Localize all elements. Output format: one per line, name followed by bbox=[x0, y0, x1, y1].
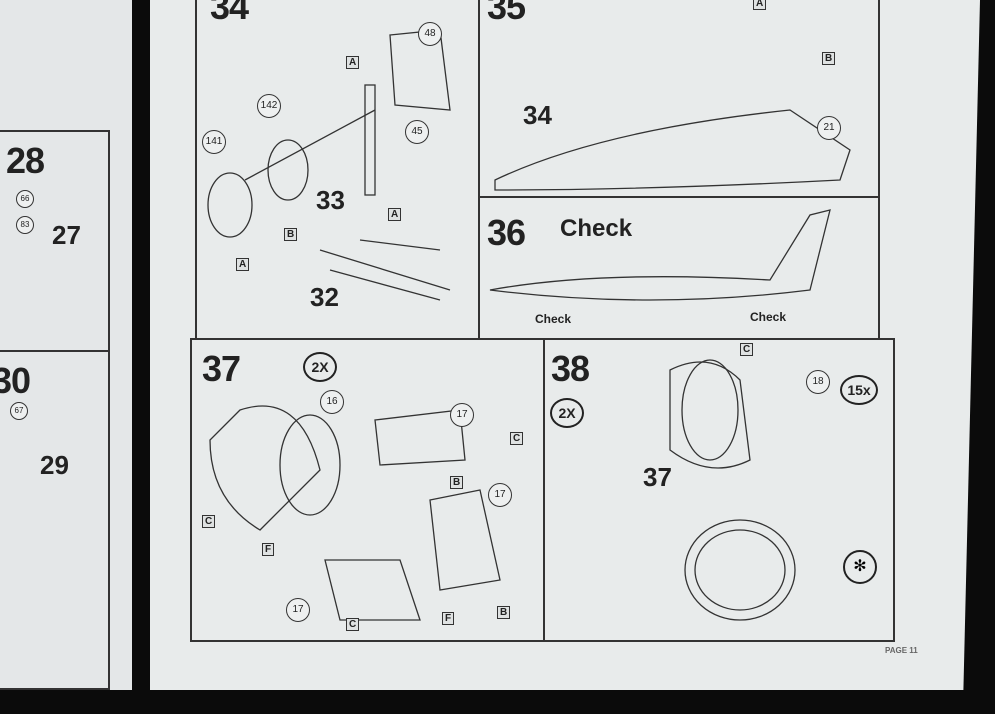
part-number: 142 bbox=[257, 94, 281, 118]
step-number: 38 bbox=[551, 348, 590, 389]
part-number: 66 bbox=[16, 190, 34, 208]
sprue-tag: A bbox=[236, 258, 250, 271]
right-page: 34 48 142 141 45 33 32 A A B A 35 21 34 … bbox=[150, 0, 980, 690]
sprue-tag: A bbox=[753, 0, 767, 10]
subassembly-number: 33 bbox=[316, 185, 345, 215]
step-number: 35 bbox=[487, 0, 526, 27]
sprue-tag: C bbox=[346, 618, 360, 631]
part-number: 141 bbox=[202, 130, 226, 154]
sprue-tag: A bbox=[388, 208, 402, 221]
subassembly-number: 32 bbox=[310, 282, 339, 312]
quantity-badge: 15x bbox=[840, 375, 878, 405]
step-number: 36 bbox=[487, 212, 526, 253]
step-30-panel bbox=[0, 350, 110, 690]
step-number: 37 bbox=[202, 348, 241, 389]
sprue-tag: C bbox=[740, 343, 754, 356]
part-number: 18 bbox=[806, 370, 830, 394]
step-38-panel bbox=[543, 338, 895, 642]
sprue-tag: A bbox=[346, 56, 360, 69]
assembly-drawings bbox=[207, 29, 851, 621]
part-number: 83 bbox=[16, 216, 34, 234]
sprue-tag: C bbox=[202, 515, 216, 528]
step-title: Check bbox=[560, 215, 633, 242]
asterisk-icon: ✻ bbox=[843, 550, 877, 584]
sprue-tag: C bbox=[510, 432, 524, 445]
subassembly-number: 27 bbox=[52, 220, 81, 250]
quantity-badge: 2X bbox=[303, 352, 337, 382]
subassembly-number: 37 bbox=[643, 462, 672, 492]
sprue-tag: B bbox=[450, 476, 464, 489]
quantity-badge: 2X bbox=[550, 398, 584, 428]
page-number: PAGE 11 bbox=[885, 646, 918, 655]
step-35-panel bbox=[478, 0, 880, 198]
subassembly-number: 29 bbox=[40, 450, 69, 480]
part-number: 21 bbox=[817, 116, 841, 140]
part-number: 67 bbox=[10, 402, 28, 420]
sprue-tag: F bbox=[442, 612, 455, 625]
step-number: 34 bbox=[210, 0, 249, 27]
sprue-tag: F bbox=[262, 543, 275, 556]
subassembly-number: 34 bbox=[523, 100, 552, 130]
sprue-tag: B bbox=[822, 52, 836, 65]
check-label: Check bbox=[535, 312, 572, 326]
part-number: 48 bbox=[418, 22, 442, 46]
check-label: Check bbox=[750, 310, 787, 324]
part-number: 45 bbox=[405, 120, 429, 144]
step-number: 28 bbox=[6, 140, 45, 181]
part-number: 17 bbox=[450, 403, 474, 427]
left-page: 28 30 66 83 67 27 29 bbox=[0, 0, 132, 690]
part-number: 17 bbox=[488, 483, 512, 507]
sprue-tag: B bbox=[497, 606, 511, 619]
part-number: 16 bbox=[320, 390, 344, 414]
step-number: 30 bbox=[0, 360, 31, 401]
sprue-tag: B bbox=[284, 228, 298, 241]
part-number: 17 bbox=[286, 598, 310, 622]
